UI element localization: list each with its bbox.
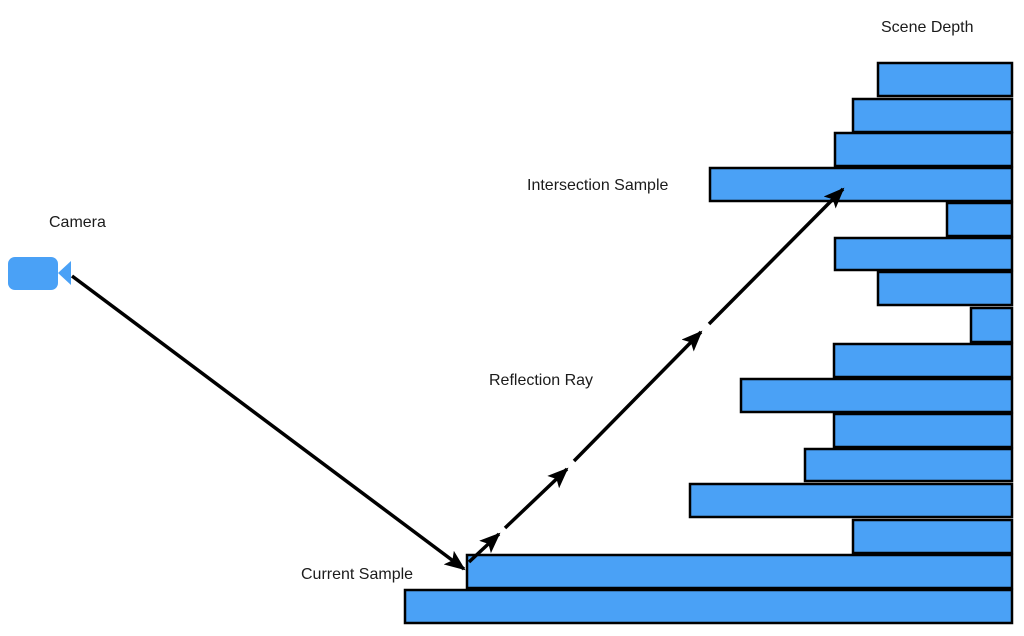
label-reflection-ray: Reflection Ray [489,372,594,389]
depth-bar-10 [739,377,1014,414]
depth-bar-12 [803,447,1014,483]
depth-bar-11 [832,412,1014,449]
reflection-ray-segment-4 [707,187,845,326]
label-camera: Camera [49,214,106,231]
label-intersection-sample: Intersection Sample [527,177,669,194]
reflection-ray-segment-3 [572,330,703,463]
depth-bar-1 [876,61,1014,98]
reflection-ray-segment-2 [503,467,569,530]
depth-bar-7 [876,270,1014,307]
depth-bar-14 [851,518,1014,555]
video-camera-icon-lens [58,261,71,285]
depth-bar-2 [851,97,1014,134]
depth-bar-9 [832,342,1014,379]
label-current-sample: Current Sample [301,566,414,583]
depth-bar-3 [833,131,1014,168]
depth-bar-8 [969,306,1014,344]
video-camera-icon-body [8,257,58,290]
depth-bar-16 [403,588,1014,625]
depth-bar-15-current-sample [465,553,1014,590]
reflection-ray-segment-1 [467,532,501,564]
depth-bar-5 [945,201,1014,238]
label-scene-depth: Scene Depth [881,19,974,36]
depth-bar-6 [833,236,1014,272]
depth-bar-13 [688,482,1014,519]
depth-bar-4-intersection-sample [708,166,1014,203]
camera-ray-arrow [70,274,466,571]
